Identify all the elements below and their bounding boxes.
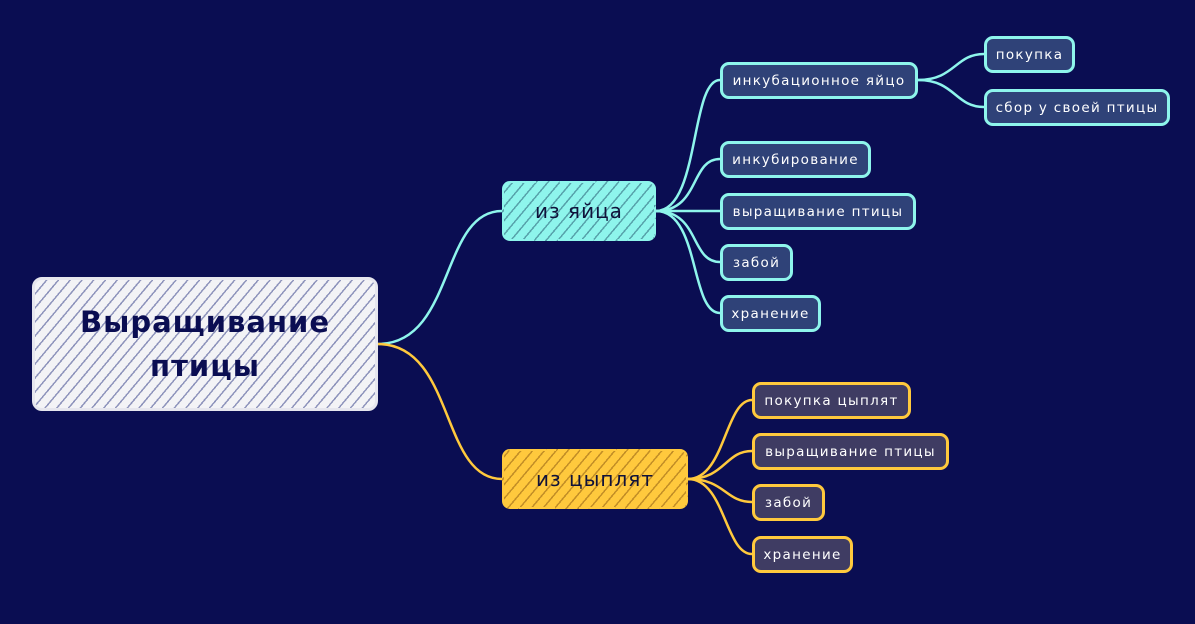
leaf-node-egg-purchase[interactable]: покупка [984,36,1075,73]
leaf-node-label: покупка [995,46,1064,63]
leaf-node-chick-storage[interactable]: хранение [752,536,853,573]
edge-incubation-egg-purchase [916,52,986,82]
edge-root-egg [376,209,504,346]
leaf-node-chick-purchase[interactable]: покупка цыплят [752,382,911,419]
branch-node-from-chicks[interactable]: из цыплят [502,449,688,509]
leaf-node-egg-storage[interactable]: хранение [720,295,821,332]
leaf-node-label: покупка цыплят [764,392,899,409]
leaf-node-egg-slaughter[interactable]: забой [720,244,793,281]
leaf-node-label: забой [764,494,813,511]
leaf-node-label: выращивание птицы [765,443,936,460]
edge-chicks-storage [686,477,754,556]
branch-node-label: из цыплят [536,467,654,491]
edge-root-chicks [376,342,504,481]
leaf-node-label: забой [732,254,781,271]
leaf-node-label: хранение [763,546,842,563]
edge-egg-incubating [654,157,722,213]
edge-chicks-purchase [686,398,754,481]
edge-egg-slaughter [654,209,722,264]
leaf-node-chick-raising[interactable]: выращивание птицы [752,433,949,470]
edge-chicks-slaughter [686,477,754,504]
leaf-node-label: выращивание птицы [732,203,904,220]
leaf-node-chick-slaughter[interactable]: забой [752,484,825,521]
edge-chicks-raising [686,449,754,481]
leaf-node-egg-collect[interactable]: сбор у своей птицы [984,89,1170,126]
branch-node-label: из яйца [535,199,623,223]
edge-egg-incubation-egg [654,78,722,213]
root-node[interactable]: Выращивание птицы [32,277,378,411]
leaf-node-label: хранение [731,305,810,322]
leaf-node-label: инкубационное яйцо [732,72,906,89]
leaf-node-label: инкубирование [732,151,859,168]
edge-incubation-egg-collect [916,78,986,109]
branch-node-from-egg[interactable]: из яйца [502,181,656,241]
leaf-node-incubating[interactable]: инкубирование [720,141,871,178]
root-node-label: Выращивание птицы [80,305,330,383]
edge-egg-storage [654,209,722,315]
leaf-node-label: сбор у своей птицы [995,99,1159,116]
leaf-node-incubation-egg[interactable]: инкубационное яйцо [720,62,918,99]
leaf-node-egg-raising[interactable]: выращивание птицы [720,193,916,230]
